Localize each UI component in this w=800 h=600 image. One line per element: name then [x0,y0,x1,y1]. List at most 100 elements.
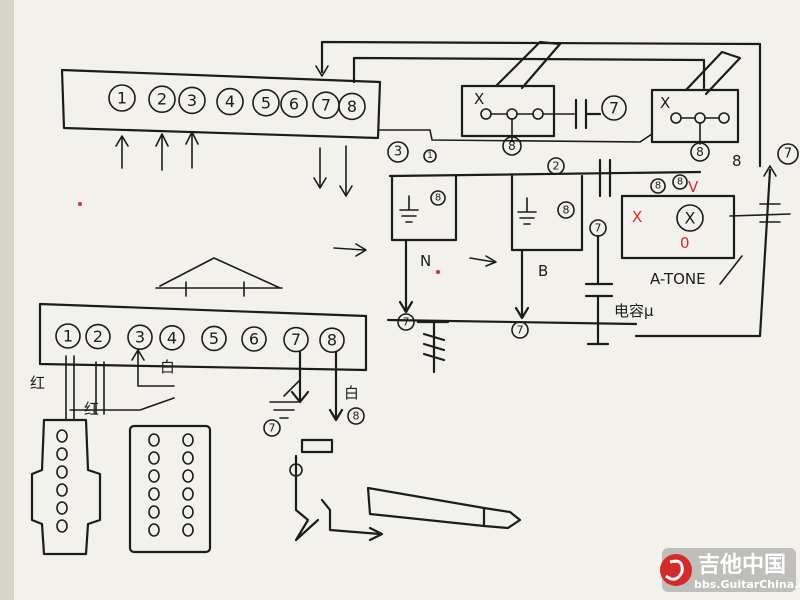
bottom-terminal-2-label: 2 [93,327,103,346]
box-3-circle-b [672,174,688,190]
tone-return-arrow [763,165,777,177]
pot-right-x: X [660,94,670,112]
arrow-right-1 [333,243,367,257]
wire-join [69,397,175,411]
circle-3 [387,141,409,163]
arrow-right-2 [469,255,497,267]
box-2-circle-top [547,157,565,175]
bus-wire-bottom [386,318,638,326]
bottom-wiring: 红 红 白 7 白 8 [30,349,522,542]
paper-edge [0,0,14,600]
arrow-up-2 [155,133,169,171]
lead-n [398,238,414,314]
single-pole [56,447,68,461]
right-circle [347,407,365,425]
watermark-bg [662,548,796,592]
pot-right-circle-8 [690,142,710,162]
arrow-up-3 [185,131,199,169]
label-a-tone: A-TONE [650,270,706,288]
bottom-terminal-7 [283,326,309,353]
top-terminal-3-label: 3 [187,91,197,110]
top-pot-left: X 7 8 [460,40,627,156]
circle-7-left-label: 7 [403,316,410,329]
top-terminal-6 [280,90,308,118]
box-2-ground [517,197,537,225]
humbucker-pole [182,523,194,537]
pot-left-x: X [474,90,484,108]
box-3 [620,194,736,260]
circle-3-label: 3 [394,145,402,160]
watermark-title: 吉他中国 [698,552,786,578]
box-3-x-circle [676,204,704,232]
top-terminal-3 [178,86,206,115]
box-3-circle-a [650,178,666,194]
pot-right-circle-8-label: 8 [696,145,704,159]
pickup-single-outline [30,418,102,556]
box-1-circle-label: 8 [435,193,441,204]
top-terminal-2-label: 2 [157,90,167,109]
red-dot-2 [78,202,82,206]
bottom-terminal-3 [127,324,153,351]
strip-to-pots-wire [377,129,653,143]
tone-cap [584,234,614,346]
pot-right-side-8: 8 [732,152,742,170]
top-pot-right: X 8 8 7 [650,50,799,170]
bottom-terminal-5 [201,325,227,352]
humbucker-pole [148,487,160,501]
humbucker-pole [148,433,160,447]
guitar-logo-icon [665,559,684,581]
top-terminal-1 [108,84,136,112]
red-v-mark: V [688,178,699,196]
red-x-mark: X [632,208,642,226]
box-2-circle-label: 8 [563,204,570,217]
top-terminal-8 [338,92,366,121]
bottom-terminal-8-label: 8 [327,331,337,350]
humbucker-pole [182,487,194,501]
pot-left-cap [574,98,602,130]
box-1 [390,174,458,242]
circle-1-label: 1 [427,151,433,161]
box-1-circle [430,190,446,206]
box-2-circle [557,201,575,219]
bottom-terminal-1 [55,323,81,349]
circle-1 [423,149,437,163]
humbucker-pole [148,451,160,465]
humbucker-pole [182,433,194,447]
top-terminal-5 [252,89,280,117]
pot-left-box [460,84,556,138]
single-pole [56,519,68,533]
humbucker-outline [128,424,212,554]
pot-left-circle-7-label: 7 [609,99,619,118]
top-terminal-6-label: 6 [289,95,299,114]
watermark-logo [660,554,692,586]
jack-lug [289,463,303,477]
single-pole [56,501,68,515]
label-right-white: 白 [344,384,359,402]
bottom-terminal-1-label: 1 [63,327,73,346]
pot-left-circle-8-label: 8 [508,139,516,153]
triangle-sketch [155,257,283,297]
box-3-circle-a-label: 8 [655,181,661,192]
pot-right-side-circle-label: 7 [784,147,792,162]
bottom-terminal-4 [159,324,185,351]
top-terminal-8-label: 8 [347,97,357,116]
watermark-url: bbs.GuitarChina.com [694,578,800,591]
bus-wire-top [388,170,702,178]
humbucker-pole [148,523,160,537]
pickup-single [30,418,102,556]
switch-section: 3 1 8 2 8 8 8 X X V 0 7 N B [386,141,791,374]
box-1-ground [399,195,419,223]
bottom-terminal-3-label: 3 [135,328,145,347]
jack-body [300,438,334,454]
pot-left-circle-7 [601,95,627,121]
label-white: 白 [160,358,175,376]
box-2 [510,174,584,252]
pot-right-side-circle [777,143,799,165]
coupling-cap [598,158,612,198]
top-terminal-7-label: 7 [321,96,331,115]
label-red-1: 红 [30,374,45,392]
label-red-2: 红 [84,400,99,418]
